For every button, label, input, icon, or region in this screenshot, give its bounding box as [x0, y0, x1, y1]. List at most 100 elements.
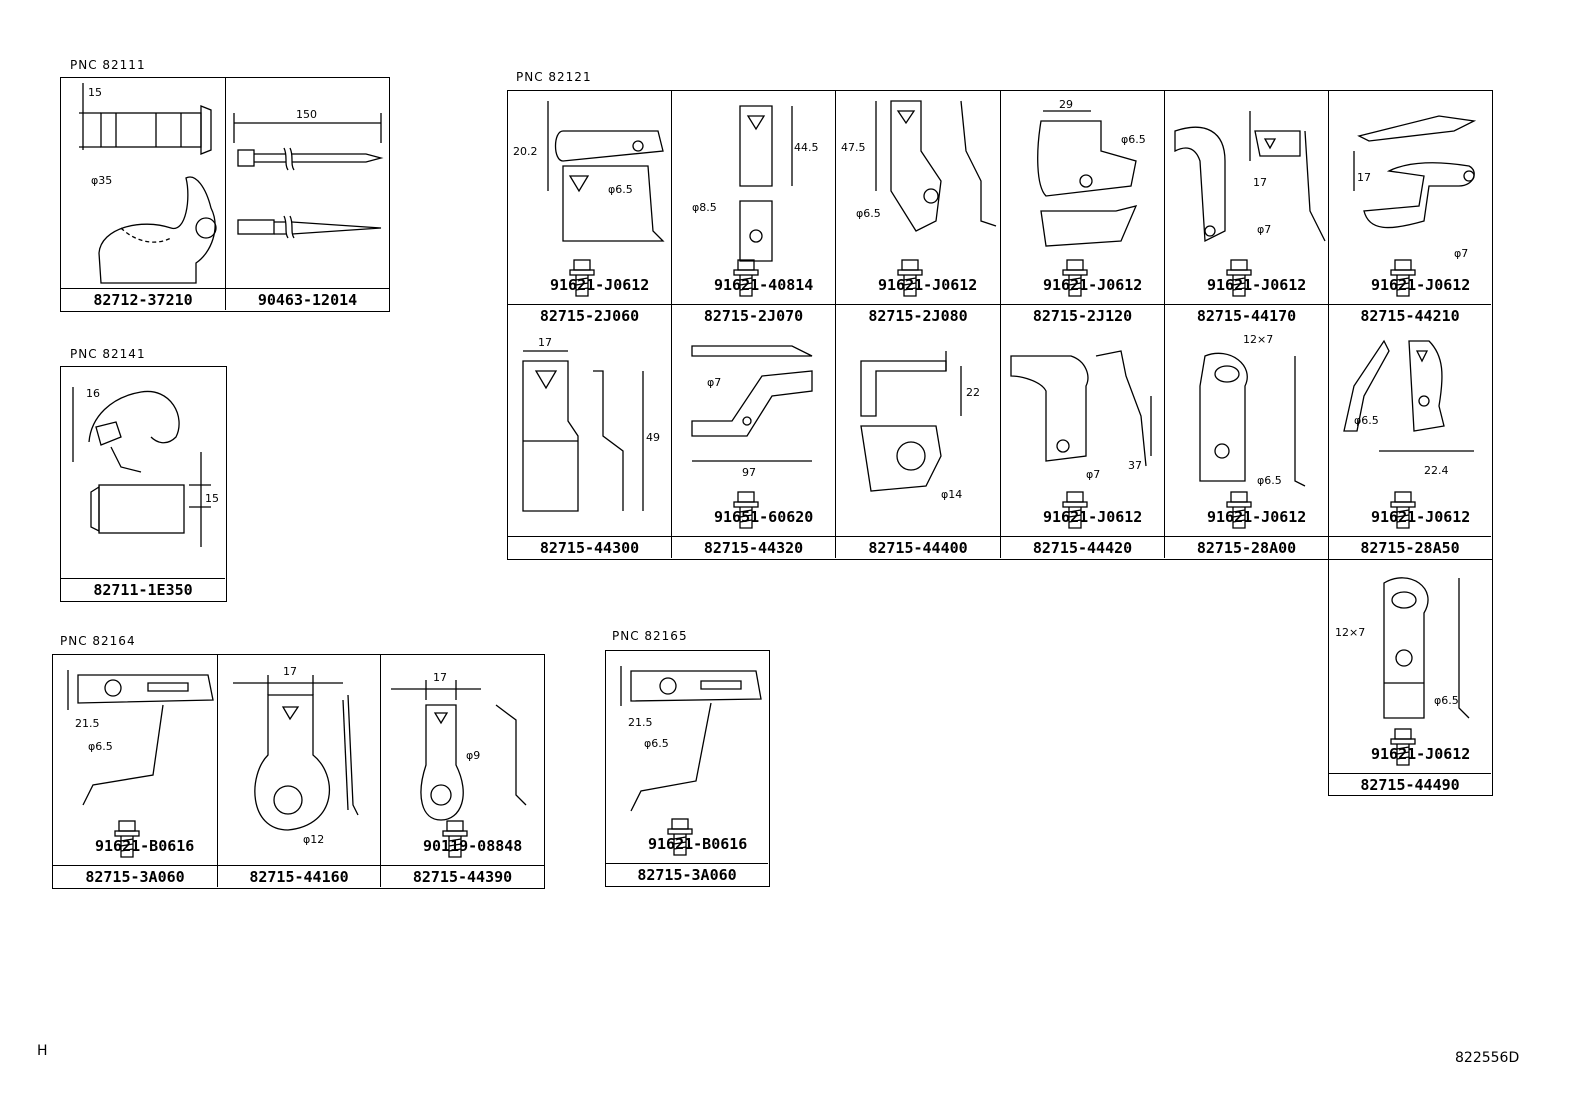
bracket-drawing: φ7 37	[1010, 350, 1152, 481]
dim-a: 17	[538, 336, 552, 349]
bolt-number: 91621-J0612	[1371, 276, 1471, 294]
pnc-label-82121: PNC 82121	[516, 70, 592, 84]
part-cell-82715-44320[interactable]: φ7 97 91651-60620 82715-44320	[672, 326, 836, 558]
bolt-icon	[667, 818, 693, 856]
part-number: 82715-28A00	[1165, 536, 1328, 558]
bracket-drawing: 20.2φ6.5	[513, 101, 665, 242]
bracket-drawing: 29 φ6.5	[1037, 98, 1146, 247]
bolt-number: 91621-B0616	[648, 835, 748, 853]
part-number: 82715-3A060	[606, 863, 768, 885]
part-cell-82711-1E350[interactable]: 16 15 82711-1E350	[61, 367, 225, 600]
bolt-icon	[897, 259, 923, 297]
dim-15: 15	[205, 492, 219, 505]
part-cell-82715-44160[interactable]: 17 φ12 82715-44160	[218, 655, 381, 887]
pnc-label-82111: PNC 82111	[70, 58, 146, 72]
dim-a: φ7	[707, 376, 721, 389]
pnc-label-82164: PNC 82164	[60, 634, 136, 648]
bracket-drawing: φ6.522.4	[1343, 339, 1474, 477]
part-number: 82715-44390	[381, 865, 544, 887]
part-number: 82715-2J070	[672, 304, 835, 326]
dim-17: 17	[283, 665, 297, 678]
bolt-number: 91621-J0612	[550, 276, 650, 294]
bolt-number: 90119-08848	[423, 837, 523, 855]
dim-b: 97	[742, 466, 756, 479]
bolt-icon	[1390, 728, 1416, 766]
dim-a: 22	[966, 386, 980, 399]
dim-b: 49	[646, 431, 660, 444]
bracket-drawing: 21.5 φ6.5	[620, 666, 762, 812]
bolt-icon	[1390, 259, 1416, 297]
bolt-icon	[1062, 259, 1088, 297]
bolt-number: 91621-J0612	[1043, 276, 1143, 294]
part-number: 82715-2J080	[836, 304, 1000, 326]
bracket-drawing: 44.5 φ8.5	[692, 105, 819, 262]
group-82164: 21.5 φ6.5 91621-B0616 82715-3A060 17 φ12…	[52, 654, 545, 889]
part-cell-82715-44390[interactable]: 17 φ9 90119-08848 82715-44390	[381, 655, 544, 887]
pnc-label-82141: PNC 82141	[70, 347, 146, 361]
part-number: 82715-44320	[672, 536, 835, 558]
dim-b: φ8.5	[692, 201, 717, 214]
page-letter: H	[37, 1043, 48, 1059]
dim-21.5: 21.5	[75, 717, 100, 730]
dim-phi12: φ12	[303, 833, 324, 846]
part-cell-82715-44420[interactable]: φ7 37 91621-J0612 82715-44420	[1001, 326, 1165, 558]
bolt-number: 91621-40814	[714, 276, 814, 294]
dim-phi6.5: φ6.5	[644, 737, 669, 750]
bolt-icon	[442, 820, 468, 858]
part-number: 82715-2J060	[508, 304, 671, 326]
part-cell-82715-3A060-b[interactable]: 21.5 φ6.5 91621-B0616 82715-3A060	[606, 651, 768, 885]
part-cell-82712-37210[interactable]: 15 φ35 82712-37210	[61, 78, 226, 310]
bolt-number: 91621-J0612	[1207, 508, 1307, 526]
dim-a: φ7	[1086, 468, 1100, 481]
dim-21.5: 21.5	[628, 716, 653, 729]
group-82141: 16 15 82711-1E350	[60, 366, 227, 602]
dim-b: φ6.5	[1121, 133, 1146, 146]
bracket-drawing: 12×7φ6.5	[1199, 333, 1306, 487]
bolt-icon	[1226, 259, 1252, 297]
part-cell-90463-12014[interactable]: 150 90463-12014	[226, 78, 389, 310]
cable-tie-drawing: 150	[233, 108, 384, 239]
part-number: 82715-44420	[1001, 536, 1164, 558]
dim-b: 37	[1128, 459, 1142, 472]
group-82111: 15 φ35 82712-37210 150 90463-12014	[60, 77, 390, 312]
dim-b: φ14	[941, 488, 962, 501]
bolt-number: 91651-60620	[714, 508, 814, 526]
dim-b: φ7	[1454, 247, 1468, 260]
dim-a: φ6.5	[1354, 414, 1379, 427]
bolt-number: 91621-J0612	[1207, 276, 1307, 294]
bolt-icon	[114, 820, 140, 858]
bracket-drawing: 17 φ12	[233, 665, 359, 846]
dim-b: φ6.5	[608, 183, 633, 196]
dim-a: 29	[1059, 98, 1073, 111]
clamp-drawing: 15 φ35	[79, 83, 217, 284]
bolt-number: 91621-J0612	[1043, 508, 1143, 526]
dim-16: 16	[86, 387, 100, 400]
bolt-icon	[1062, 491, 1088, 529]
part-cell-82715-2J070[interactable]: 44.5 φ8.5 91621-40814 82715-2J070	[672, 91, 836, 326]
bracket-drawing: φ7 97	[691, 345, 813, 479]
dim-a: 44.5	[794, 141, 819, 154]
part-cell-82715-3A060[interactable]: 21.5 φ6.5 91621-B0616 82715-3A060	[53, 655, 218, 887]
part-number: 82715-44160	[218, 865, 380, 887]
bolt-icon	[1226, 491, 1252, 529]
bracket-drawing: 21.5 φ6.5	[67, 670, 214, 806]
bolt-icon	[1390, 491, 1416, 529]
bolt-number: 91621-J0612	[1371, 745, 1471, 763]
clip-drawing: 16 15	[72, 387, 219, 547]
